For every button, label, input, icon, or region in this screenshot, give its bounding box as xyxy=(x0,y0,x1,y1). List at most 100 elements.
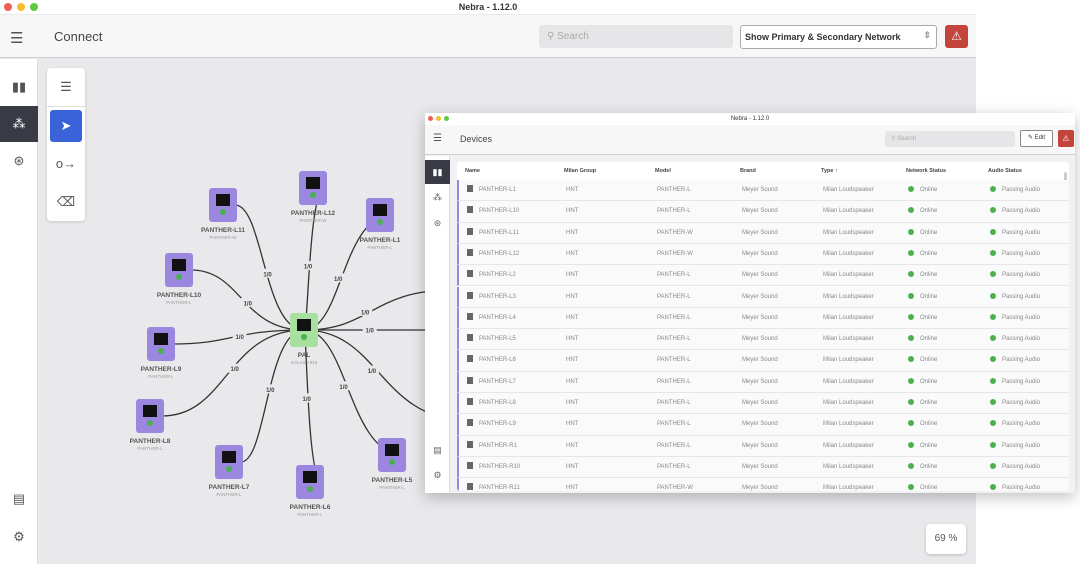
column-header[interactable]: Type ↑ xyxy=(821,168,838,174)
tool-palette: ☰ ➤ o→ ⌫ xyxy=(47,68,85,221)
node-name: PANTHER-L8 xyxy=(130,438,171,445)
network-select[interactable]: Show Primary & Secondary Network⇕ xyxy=(740,25,937,49)
devices-search-input[interactable]: ⚲ Search xyxy=(885,131,1015,147)
connect-tool-icon[interactable]: o→ xyxy=(55,156,77,171)
cell: Milan Loudspeaker xyxy=(823,350,874,371)
zoom-level[interactable]: 69 % xyxy=(926,524,966,554)
settings-gear-icon[interactable]: ⚙ xyxy=(13,529,25,544)
cell: HNT xyxy=(566,244,578,265)
alert-button[interactable]: ⚠ xyxy=(1058,130,1074,147)
hamburger-menu-icon[interactable]: ☰ xyxy=(433,133,442,144)
hamburger-menu-icon[interactable]: ☰ xyxy=(10,30,24,47)
cell-text: PANTHER-L xyxy=(657,187,691,193)
column-header[interactable]: Brand xyxy=(740,168,756,174)
edge-label-bg xyxy=(263,384,278,394)
connect-nav-icon[interactable]: ⁂ xyxy=(433,192,442,202)
connection-graph[interactable]: 1/01/01/01/01/01/01/01/01/01/01/01/0PANT… xyxy=(0,0,976,564)
devices-nav-icon[interactable]: ▮▮ xyxy=(11,79,27,94)
close-window-button[interactable] xyxy=(428,116,433,121)
close-window-button[interactable] xyxy=(4,3,12,11)
edge-label: 1/0 xyxy=(334,277,343,283)
cell: Meyer Sound xyxy=(742,329,778,350)
minimize-window-button[interactable] xyxy=(17,3,25,11)
header: ☰ Connect ⚲ Search Show Primary & Second… xyxy=(0,15,976,58)
cell-text: HNT xyxy=(566,187,579,193)
edge-label-bg xyxy=(301,261,316,271)
cell-text: Milan Loudspeaker xyxy=(823,400,874,406)
speaker-icon xyxy=(467,291,473,299)
network-nav-icon[interactable]: ⊛ xyxy=(433,218,442,228)
search-input[interactable]: ⚲ Search xyxy=(539,25,733,48)
connection-edge[interactable] xyxy=(303,214,393,331)
check-circle-icon xyxy=(908,271,914,278)
sidebar: ▮▮ ⁂ ⊛ ▤ ⚙ xyxy=(0,59,38,564)
cell-text: PANTHER-L xyxy=(657,293,691,300)
list-icon[interactable]: ☰ xyxy=(60,79,72,94)
column-header[interactable]: Name xyxy=(465,168,480,174)
speaker-icon xyxy=(172,259,186,271)
cell-text: PANTHER-L5 xyxy=(479,336,516,343)
edit-button[interactable]: ✎ Edit xyxy=(1020,130,1053,147)
eraser-tool-icon[interactable]: ⌫ xyxy=(56,194,76,209)
column-header[interactable]: Milan Group xyxy=(564,168,597,174)
pointer-tool-icon[interactable]: ➤ xyxy=(50,110,82,142)
cell-text: Milan Loudspeaker xyxy=(823,442,874,449)
cell-text: PANTHER-L xyxy=(657,378,691,385)
cell-text: Online xyxy=(920,208,938,215)
cell-text: Online xyxy=(920,293,938,300)
log-nav-icon[interactable]: ▤ xyxy=(433,445,442,455)
connection-edge[interactable] xyxy=(234,204,305,331)
column-header[interactable]: Model xyxy=(655,168,671,174)
settings-gear-icon[interactable]: ⚙ xyxy=(433,470,442,480)
maximize-window-button[interactable] xyxy=(444,116,449,121)
cell: Meyer Sound xyxy=(742,223,778,244)
cell-text: Meyer Sound xyxy=(742,463,778,470)
alert-button[interactable]: ⚠ xyxy=(945,25,968,48)
cell: Milan Loudspeaker xyxy=(823,244,874,265)
cell: Online xyxy=(908,329,937,350)
cell: Passing Audio xyxy=(990,180,1040,201)
edge-label-bg xyxy=(331,273,346,283)
cell-text: PANTHER-L6 xyxy=(479,357,516,364)
maximize-window-button[interactable] xyxy=(30,3,38,11)
cell: PANTHER-L xyxy=(657,287,691,308)
network-nav-icon[interactable]: ⊛ xyxy=(13,153,25,168)
status-dot xyxy=(226,466,232,472)
log-nav-icon[interactable]: ▤ xyxy=(12,491,26,506)
cell-text: Milan Loudspeaker xyxy=(823,421,874,428)
minimize-window-button[interactable] xyxy=(436,116,441,121)
status-dot xyxy=(389,459,395,465)
column-header[interactable]: Network Status xyxy=(906,168,947,174)
column-header[interactable]: Audio Status xyxy=(988,168,1022,174)
cell-text: Milan Loudspeaker xyxy=(823,463,874,470)
connection-edge[interactable] xyxy=(161,329,305,417)
devices-nav-icon[interactable]: ▮▮ xyxy=(425,160,450,184)
connect-nav-icon[interactable]: ⁂ xyxy=(0,106,38,142)
speaker-icon xyxy=(467,398,473,405)
